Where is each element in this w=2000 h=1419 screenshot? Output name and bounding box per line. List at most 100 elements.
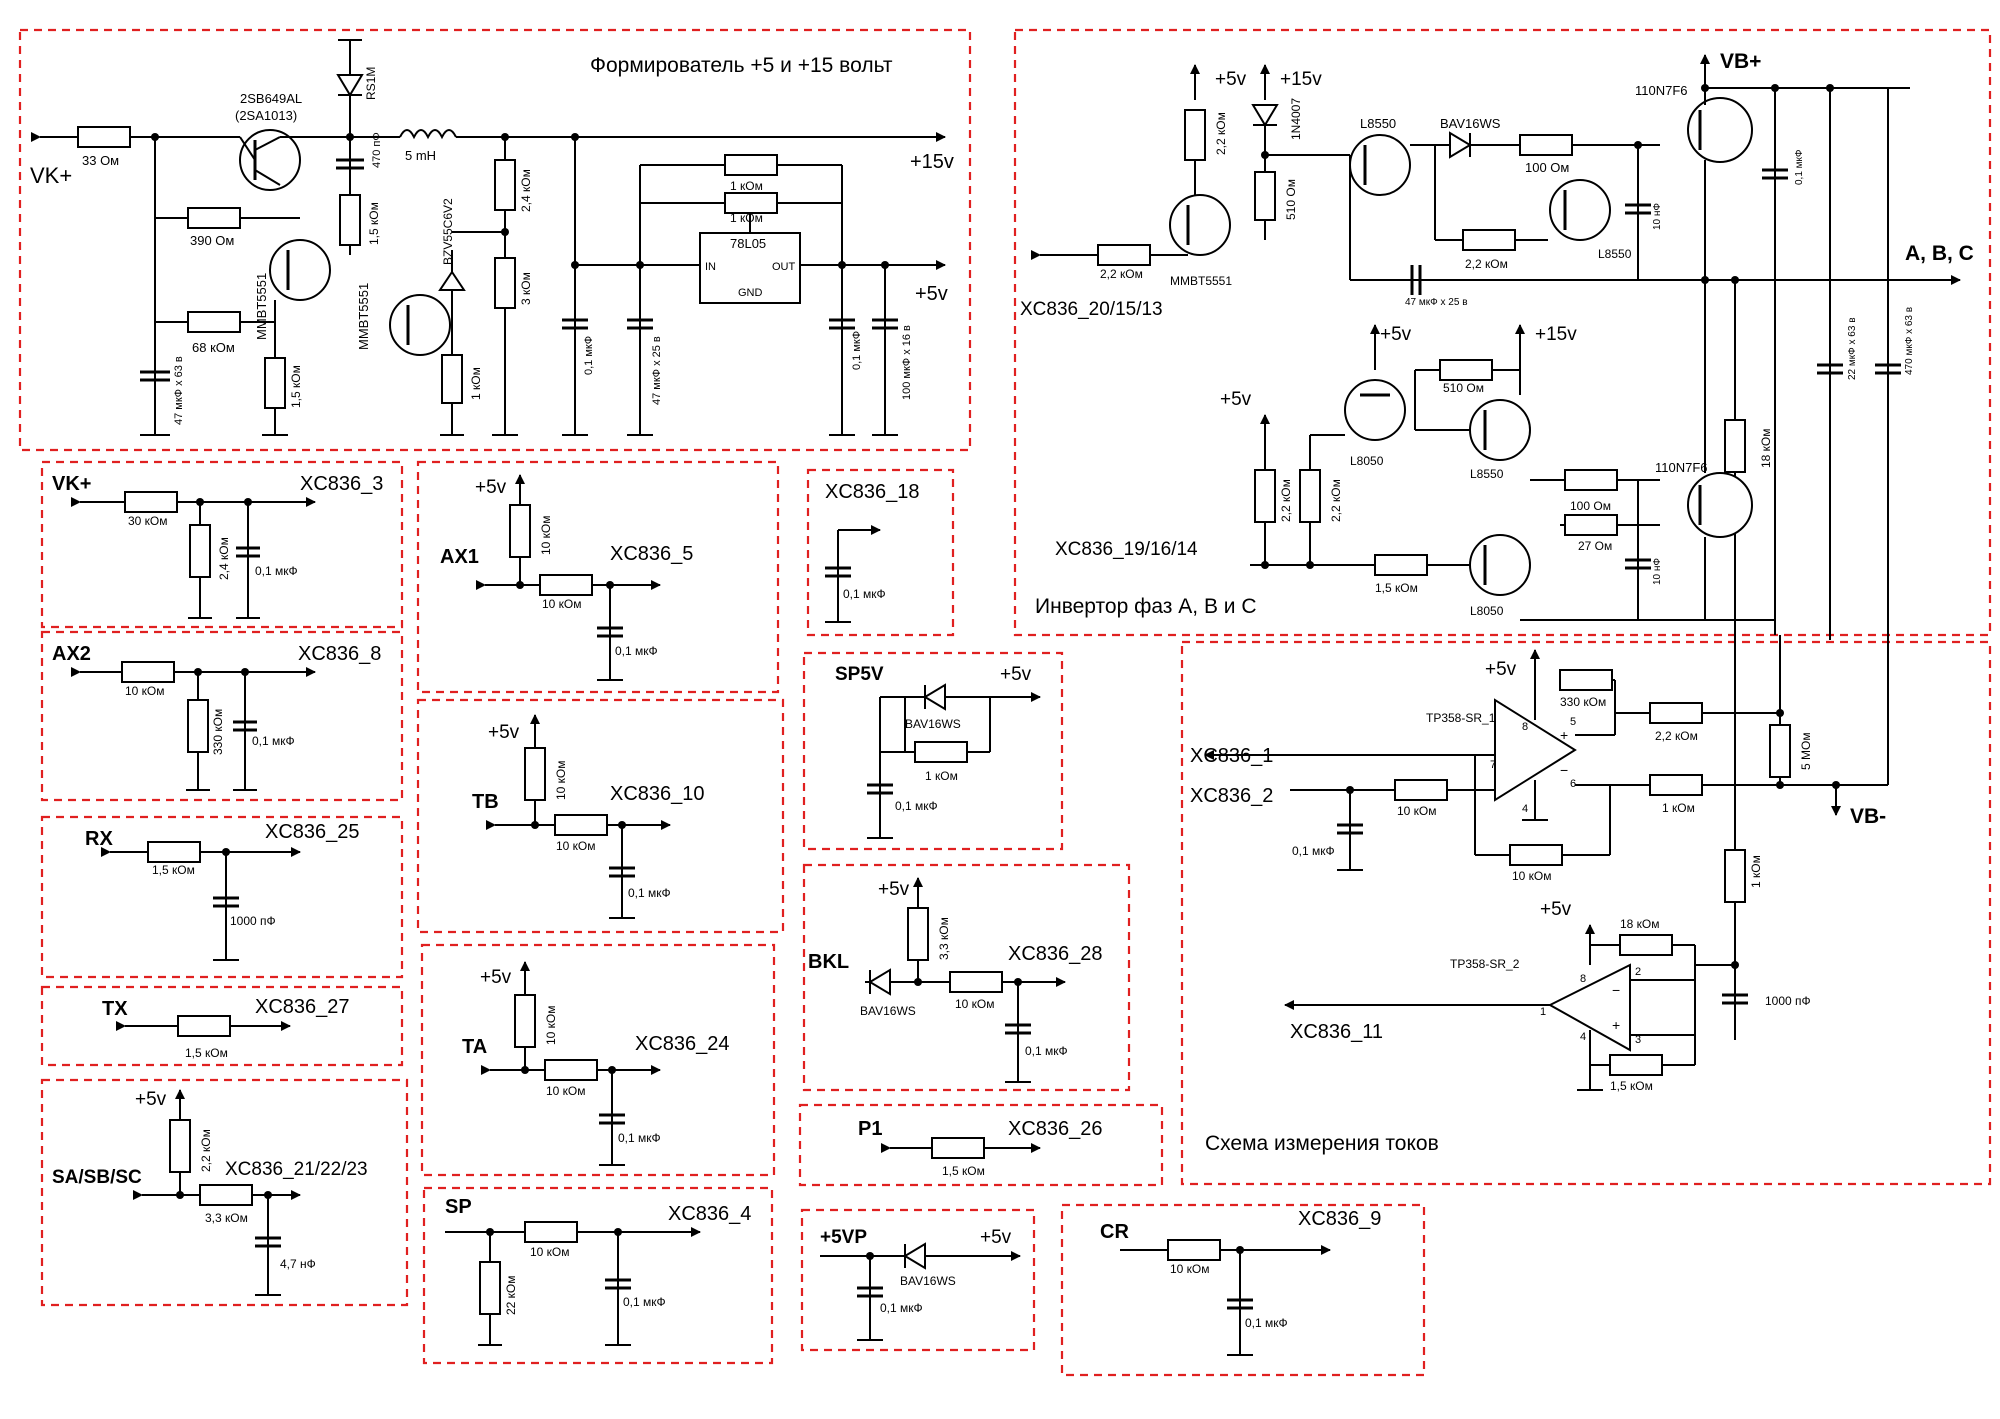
res-15k-inv <box>1374 554 1428 576</box>
xc2-label: XC836_2 <box>1190 785 1273 807</box>
rx-c-label: 1000 пФ <box>230 914 276 928</box>
res-330k-label: 330 кОм <box>1560 695 1606 709</box>
cr-block-label: CR <box>1100 1221 1129 1243</box>
reg-out-label: OUT <box>772 261 796 273</box>
diode-1n4007 <box>1251 104 1279 127</box>
res-18k-inv-label: 18 кОм <box>1759 428 1773 468</box>
block-rx: RX XC836_25 1,5 кОм 1000 пФ <box>85 821 360 961</box>
ta-p5-label: +5v <box>480 967 512 988</box>
mosfet-upper <box>1687 97 1753 163</box>
sp-r2-label: 22 кОм <box>504 1275 518 1315</box>
l8050-b-label: L8050 <box>1470 604 1504 618</box>
p15-rail-label: +15v <box>910 151 954 173</box>
inv-p5b-label: +5v <box>1380 324 1412 345</box>
res-15k-b <box>264 357 286 409</box>
box-ax1 <box>416 460 780 694</box>
mmbt-inv-label: MMBT5551 <box>1170 274 1232 288</box>
p1-r-label: 1,5 кОм <box>942 1164 985 1178</box>
p5vp-c-label: 0,1 мкФ <box>880 1301 923 1315</box>
p5-rail-label: +5v <box>915 283 948 305</box>
transistor-l8550-c <box>1469 399 1531 461</box>
res-1k-cur-label: 1 кОм <box>1662 801 1695 815</box>
res-100-b-label: 100 Ом <box>1570 499 1611 513</box>
res-15k-inv-label: 1,5 кОм <box>1375 581 1418 595</box>
block-ax2: AX2 XC836_8 10 кОм 330 кОм 0,1 мкФ <box>52 643 381 791</box>
res-27 <box>1564 514 1618 536</box>
cap-01-cur-label: 0,1 мкФ <box>1292 844 1335 858</box>
pin7: 7 <box>1490 759 1496 771</box>
res-5m-label: 5 МОм <box>1799 732 1813 770</box>
res-22k-mid <box>1462 229 1516 251</box>
res-510-v-label: 510 Ом <box>1284 179 1298 220</box>
inv-p5c-label: +5v <box>1220 389 1252 410</box>
cr-xc-label: XC836_9 <box>1298 1208 1381 1230</box>
mosfet-lower-label: 110N7F6 <box>1655 460 1708 475</box>
transistor-mmbt-inv <box>1169 194 1231 256</box>
res-1k-top-label: 1 кОм <box>730 179 763 193</box>
d1n4007-label: 1N4007 <box>1289 98 1303 140</box>
p5vp-block-label: +5VP <box>820 1227 867 1248</box>
res-22k-in-label: 2,2 кОм <box>1100 267 1143 281</box>
ax1-c-label: 0,1 мкФ <box>615 644 658 658</box>
block-p5vp: +5VP +5v BAV16WS 0,1 мкФ <box>820 1227 1021 1341</box>
q1-alt-label: (2SA1013) <box>235 108 297 123</box>
tx-xc-label: XC836_27 <box>255 996 350 1018</box>
inv-p15-label: +15v <box>1280 69 1322 90</box>
reg-gnd-label: GND <box>738 287 763 299</box>
block-vk: VK+ XC836_3 30 кОм 2,4 кОм 0,1 мкФ <box>52 473 383 619</box>
diode-bav-inv <box>1449 131 1472 159</box>
ax1-block-label: AX1 <box>440 546 479 568</box>
ax2-c-label: 0,1 мкФ <box>252 734 295 748</box>
op2-plus: + <box>1612 1017 1620 1033</box>
x18-xc-label: XC836_18 <box>825 481 920 503</box>
res-68k <box>187 311 241 333</box>
res-22k-top <box>1184 109 1206 161</box>
box-bkl <box>802 863 1131 1092</box>
cap-470p-label: 470 пФ <box>371 132 383 168</box>
q3-label: MMBT5551 <box>356 283 371 350</box>
res-22k-in <box>1097 244 1151 266</box>
res-15k-cur-label: 1,5 кОм <box>1610 1079 1653 1093</box>
mosfet-lower <box>1687 472 1753 538</box>
pin8b: 8 <box>1580 973 1586 985</box>
q2-label: MMBT5551 <box>254 273 269 340</box>
bkl-block-label: BKL <box>808 951 849 973</box>
tb-block-label: TB <box>472 791 499 813</box>
opamp-2 <box>1547 963 1631 1052</box>
block-sp: SP XC836_4 10 кОм 22 кОм 0,1 мкФ <box>445 1196 751 1346</box>
bkl-c-label: 0,1 мкФ <box>1025 1044 1068 1058</box>
regulator-78l05 <box>699 232 801 304</box>
xc-hi-label: XC836_20/15/13 <box>1020 299 1163 320</box>
cap-22u-label: 22 мкФ x 63 в <box>1847 317 1858 380</box>
res-3k-label: 3 кОм <box>519 272 533 305</box>
vk-xc-label: XC836_3 <box>300 473 383 495</box>
bkl-d-label: BAV16WS <box>860 1004 916 1018</box>
p1-block-label: P1 <box>858 1118 882 1140</box>
tx-block-label: TX <box>102 998 128 1020</box>
block-x18: XC836_18 0,1 мкФ <box>825 481 920 623</box>
res-10k-a <box>1394 779 1448 801</box>
tx-r-label: 1,5 кОм <box>185 1046 228 1060</box>
res-330k <box>1559 669 1613 691</box>
block-tx: TX XC836_27 1,5 кОм <box>102 996 350 1060</box>
op1-label: TP358-SR_1 <box>1426 711 1496 725</box>
sp5-diode <box>923 683 946 711</box>
vk-block-label: VK+ <box>52 473 91 495</box>
zener-diode <box>438 270 466 291</box>
res-15k-b-label: 1,5 кОм <box>289 365 303 408</box>
res-27-label: 27 Ом <box>1578 539 1612 553</box>
res-15k-a-label: 1,5 кОм <box>367 202 381 245</box>
opamp-1 <box>1494 698 1577 802</box>
pin3: 3 <box>1635 1034 1641 1046</box>
box-vk <box>40 460 404 629</box>
block-borders <box>18 28 1992 1377</box>
res-1k-bot <box>724 192 778 214</box>
psu-title: Формирователь +5 и +15 вольт <box>590 54 893 77</box>
res-22k-cur <box>1649 702 1703 724</box>
vb-minus-label: VB- <box>1850 805 1886 828</box>
ta-r2-label: 10 кОм <box>546 1084 586 1098</box>
inv-p5-label: +5v <box>1215 69 1247 90</box>
bkl-p5-label: +5v <box>878 879 910 900</box>
cap-47u25-label: 47 мкФ x 25 в <box>651 336 663 405</box>
